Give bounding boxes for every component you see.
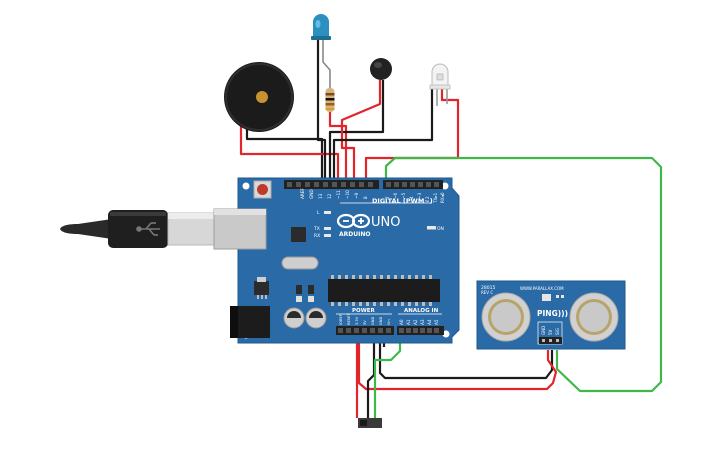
pin-label: IOREF — [339, 314, 343, 325]
wire-led-gnd — [316, 40, 327, 185]
usb-icon — [136, 222, 160, 236]
sensor-website: WWW.PARALLAX.COM — [520, 286, 564, 291]
usb-cable — [60, 210, 216, 248]
pin-label: A5 — [434, 319, 439, 325]
pin-label: 2 — [425, 196, 430, 199]
pin-label: 5V — [548, 329, 553, 335]
wire-motor-gnd — [328, 80, 385, 185]
rgb-led[interactable] — [429, 63, 451, 90]
rx-label: RX — [314, 233, 320, 239]
pin-label: 5V — [363, 320, 367, 325]
voltage-regulator — [254, 277, 269, 299]
pin-label: A4 — [427, 319, 432, 325]
pin-label: ~5 — [401, 192, 406, 199]
buzzer-rim — [225, 63, 293, 131]
resistor[interactable] — [325, 88, 335, 112]
wire-buzzer-gnd — [245, 128, 324, 185]
switch-body — [358, 418, 382, 428]
arduino-board[interactable]: AREF GND 13 12 ~11 ~10 ~9 8 7 ~6 ~5 4 ~3… — [213, 177, 460, 344]
digital-header-left — [284, 180, 379, 189]
pin-label: 12 — [327, 193, 332, 199]
pin-label: A3 — [420, 319, 425, 325]
blue-led[interactable] — [311, 14, 331, 40]
pin-label: ~6 — [393, 192, 398, 199]
pin-label: ~3 — [417, 192, 422, 199]
pin-label: 4 — [409, 196, 414, 199]
pin-label: 13 — [318, 193, 323, 199]
pin-label: SIG — [555, 328, 560, 335]
wire-sensor-5v — [357, 335, 558, 391]
pin-label: ~9 — [354, 192, 359, 199]
usb-chip — [291, 227, 306, 242]
power-pin-labels: IOREF RESET 3.3V 5V GND GND Vin — [339, 313, 391, 325]
wire-motor-signal — [340, 80, 382, 185]
buzzer[interactable] — [224, 62, 294, 132]
usb-cord — [60, 219, 112, 239]
ping-sensor[interactable]: 28015 REV C WWW.PARALLAX.COM PING))) GND… — [476, 280, 626, 350]
pin-label: Vin — [387, 319, 391, 325]
wire-sensor-signal — [384, 156, 663, 393]
pin-label: GND — [541, 326, 546, 335]
pin-label: 7 — [385, 196, 390, 199]
switch-knob — [360, 420, 367, 426]
pin-label: 8 — [363, 196, 368, 199]
pin-label: A0 — [399, 319, 404, 325]
wire-switch-black — [366, 335, 376, 418]
wire-rgb-red — [364, 88, 460, 185]
capacitors — [283, 307, 327, 329]
analog-pin-labels: A0 A1 A2 A3 A4 A5 — [399, 319, 439, 325]
power-header-label: POWER — [352, 308, 376, 314]
digital-header-label: DIGITAL (PWM~) — [372, 197, 433, 205]
wire-rgb-common — [332, 88, 434, 185]
pin-label: ~10 — [345, 190, 350, 199]
digital-pin-labels: AREF GND 13 12 ~11 ~10 ~9 8 7 ~6 ~5 4 ~3… — [300, 188, 445, 204]
pin-label: GND — [309, 189, 314, 199]
pin-label: 3.3V — [355, 316, 359, 325]
wires — [239, 40, 663, 418]
pin-label: RX◂0 — [440, 192, 445, 203]
reset-button[interactable] — [253, 180, 272, 199]
buzzer-center — [256, 91, 268, 103]
atmega-chip — [328, 275, 440, 306]
pin-label: AREF — [300, 188, 305, 199]
crystal — [281, 256, 319, 270]
l-label: L — [317, 210, 320, 216]
pin-label: ~11 — [336, 190, 341, 199]
led-highlight — [315, 20, 321, 28]
dc-power-jack — [230, 306, 270, 338]
sensor-led — [542, 294, 551, 301]
arduino-logo-icon — [336, 213, 371, 229]
board-model: UNO — [371, 215, 400, 230]
pin-label: TX▸1 — [433, 192, 438, 204]
pin-label: A1 — [406, 319, 411, 325]
slide-switch[interactable] — [358, 418, 382, 428]
tx-label: TX — [313, 226, 320, 232]
sensor-rev: REV C — [481, 290, 493, 295]
status-leds: L TX RX ON — [313, 210, 444, 239]
pin-label: GND — [371, 317, 375, 325]
digital-pin-holes — [287, 182, 439, 187]
sensor-part-number: 28015 — [481, 285, 495, 291]
sensor-name: PING))) — [537, 309, 568, 318]
ultrasonic-transducer-left — [481, 292, 531, 342]
usb-port — [213, 208, 267, 250]
wire-led-resistor — [322, 40, 331, 88]
pin-label: A2 — [413, 319, 418, 325]
wire-resistor-pin — [328, 112, 348, 185]
motor-body — [370, 58, 392, 80]
sensor-pin-labels: GND 5V SIG — [541, 326, 560, 335]
vibration-motor[interactable] — [370, 58, 392, 80]
board-brand: ARDUINO — [339, 231, 370, 238]
led-dome — [313, 14, 329, 38]
motor-shine — [374, 62, 382, 68]
wire-switch-green — [373, 335, 402, 418]
analog-header-label: ANALOG IN — [404, 308, 439, 314]
on-label: ON — [437, 226, 444, 232]
pin-label: GND — [379, 317, 383, 325]
ultrasonic-transducer-right — [569, 292, 619, 342]
pin-label: RESET — [347, 313, 351, 325]
led-base — [311, 36, 331, 40]
wire-buzzer-signal — [239, 118, 340, 185]
